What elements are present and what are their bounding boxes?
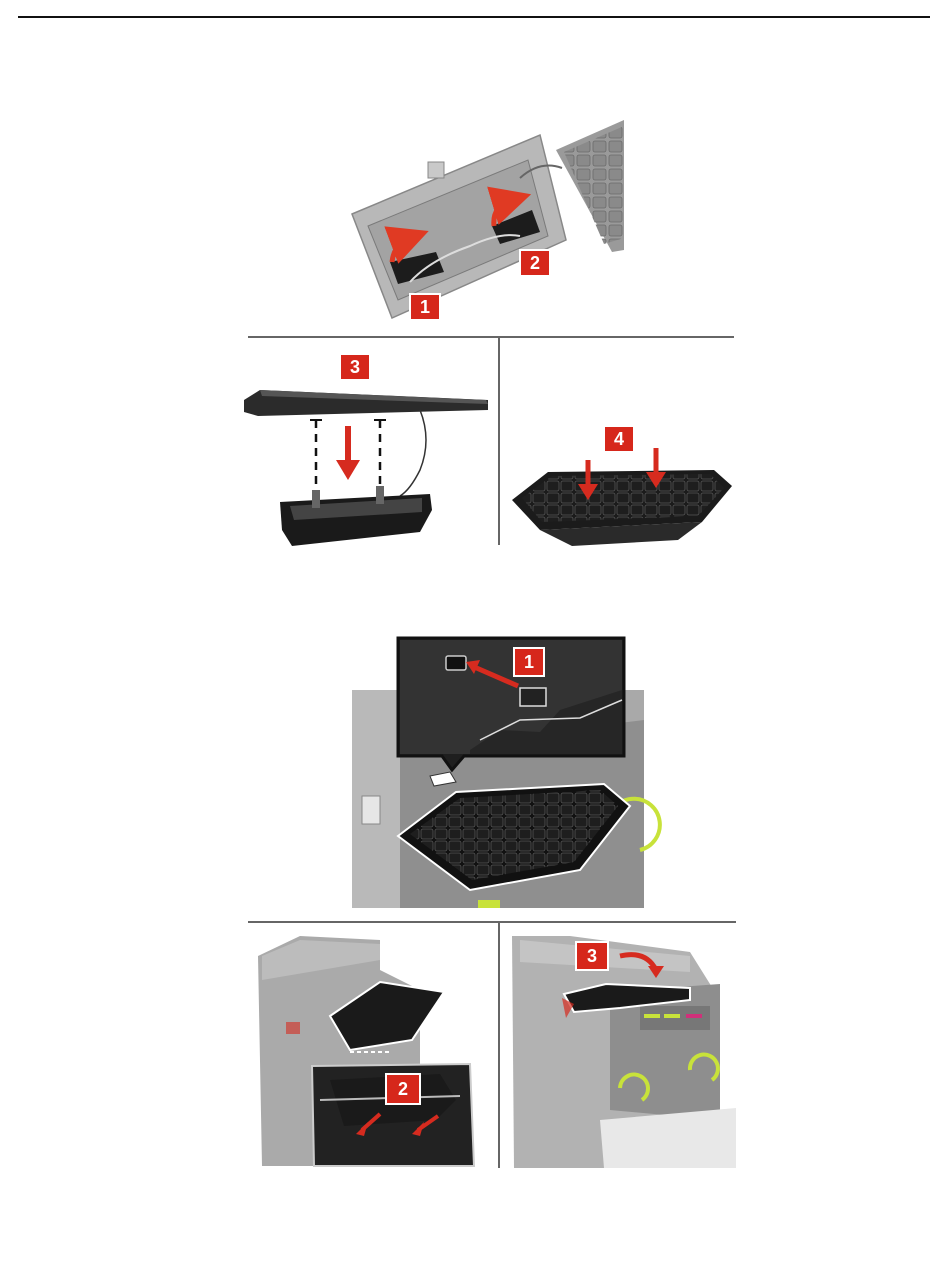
step-badge-3: 3 (340, 354, 370, 380)
svg-text:3: 3 (350, 357, 360, 377)
svg-text:2: 2 (530, 253, 540, 273)
printer-cover-right-illustration (512, 936, 736, 1168)
step-badge-1: 1 (410, 294, 440, 320)
step-badge-2: 2 (520, 250, 550, 276)
figure-keyboard-tray-assembly: 1 2 3 4 (0, 0, 950, 600)
keyboard-partial-illustration (556, 120, 624, 252)
svg-text:2: 2 (398, 1079, 408, 1099)
svg-text:1: 1 (524, 652, 534, 672)
svg-text:1: 1 (420, 297, 430, 317)
figure-keyboard-installation-printer: 1 2 (0, 600, 950, 1240)
svg-text:4: 4 (614, 429, 624, 449)
step-badge-4: 4 (604, 426, 634, 452)
printer-cover-left-illustration (258, 936, 474, 1166)
tray-illustration (352, 135, 566, 318)
svg-text:3: 3 (587, 946, 597, 966)
connector-zoom-callout (398, 638, 624, 770)
step2-badge-2: 2 (386, 1074, 420, 1104)
keyboard-seated-illustration (512, 448, 732, 546)
step2-badge-3: 3 (576, 942, 608, 970)
step2-badge-1: 1 (514, 648, 544, 676)
keyboard-lowering-illustration (244, 390, 488, 546)
